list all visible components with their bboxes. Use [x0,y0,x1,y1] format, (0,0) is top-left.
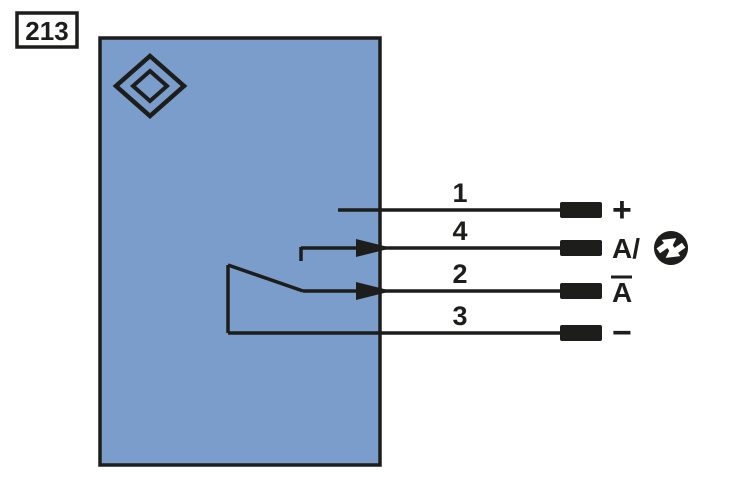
wire-1: 1 + [338,178,632,229]
signal-arrow-2-icon [356,282,392,300]
terminal-label-a-inverted: A [612,277,632,308]
sensor-symbol-diamond-icon [112,52,188,120]
sensor-body [98,36,382,467]
figure-number: 213 [25,16,68,46]
rotation-arrow-left [665,242,686,258]
figure-number-box: 213 [15,11,79,49]
terminal-block-1 [560,202,602,218]
pin-label-3: 3 [452,301,467,331]
pin-label-2: 2 [452,259,467,289]
wire-3: 3 − [228,301,632,352]
pin-label-4: 4 [452,216,467,246]
terminal-block-2 [560,283,602,299]
rotation-arrow-right [656,238,677,254]
switch-lever [227,263,304,293]
terminal-label-a-slash: A/ [612,233,640,264]
wire-2: 2 A [303,259,632,308]
diamond-inner [129,68,171,104]
figure-number-frame [15,11,79,49]
diamond-outer [112,52,188,120]
rotation-direction-icon [654,231,688,265]
wire-4: 4 A/ [301,216,688,265]
terminal-block-3 [560,325,602,341]
terminal-label-plus: + [612,191,632,229]
terminal-label-minus: − [612,314,632,352]
terminal-block-4 [560,240,602,256]
signal-arrow-4-icon [356,239,392,257]
pin-label-1: 1 [452,178,467,208]
